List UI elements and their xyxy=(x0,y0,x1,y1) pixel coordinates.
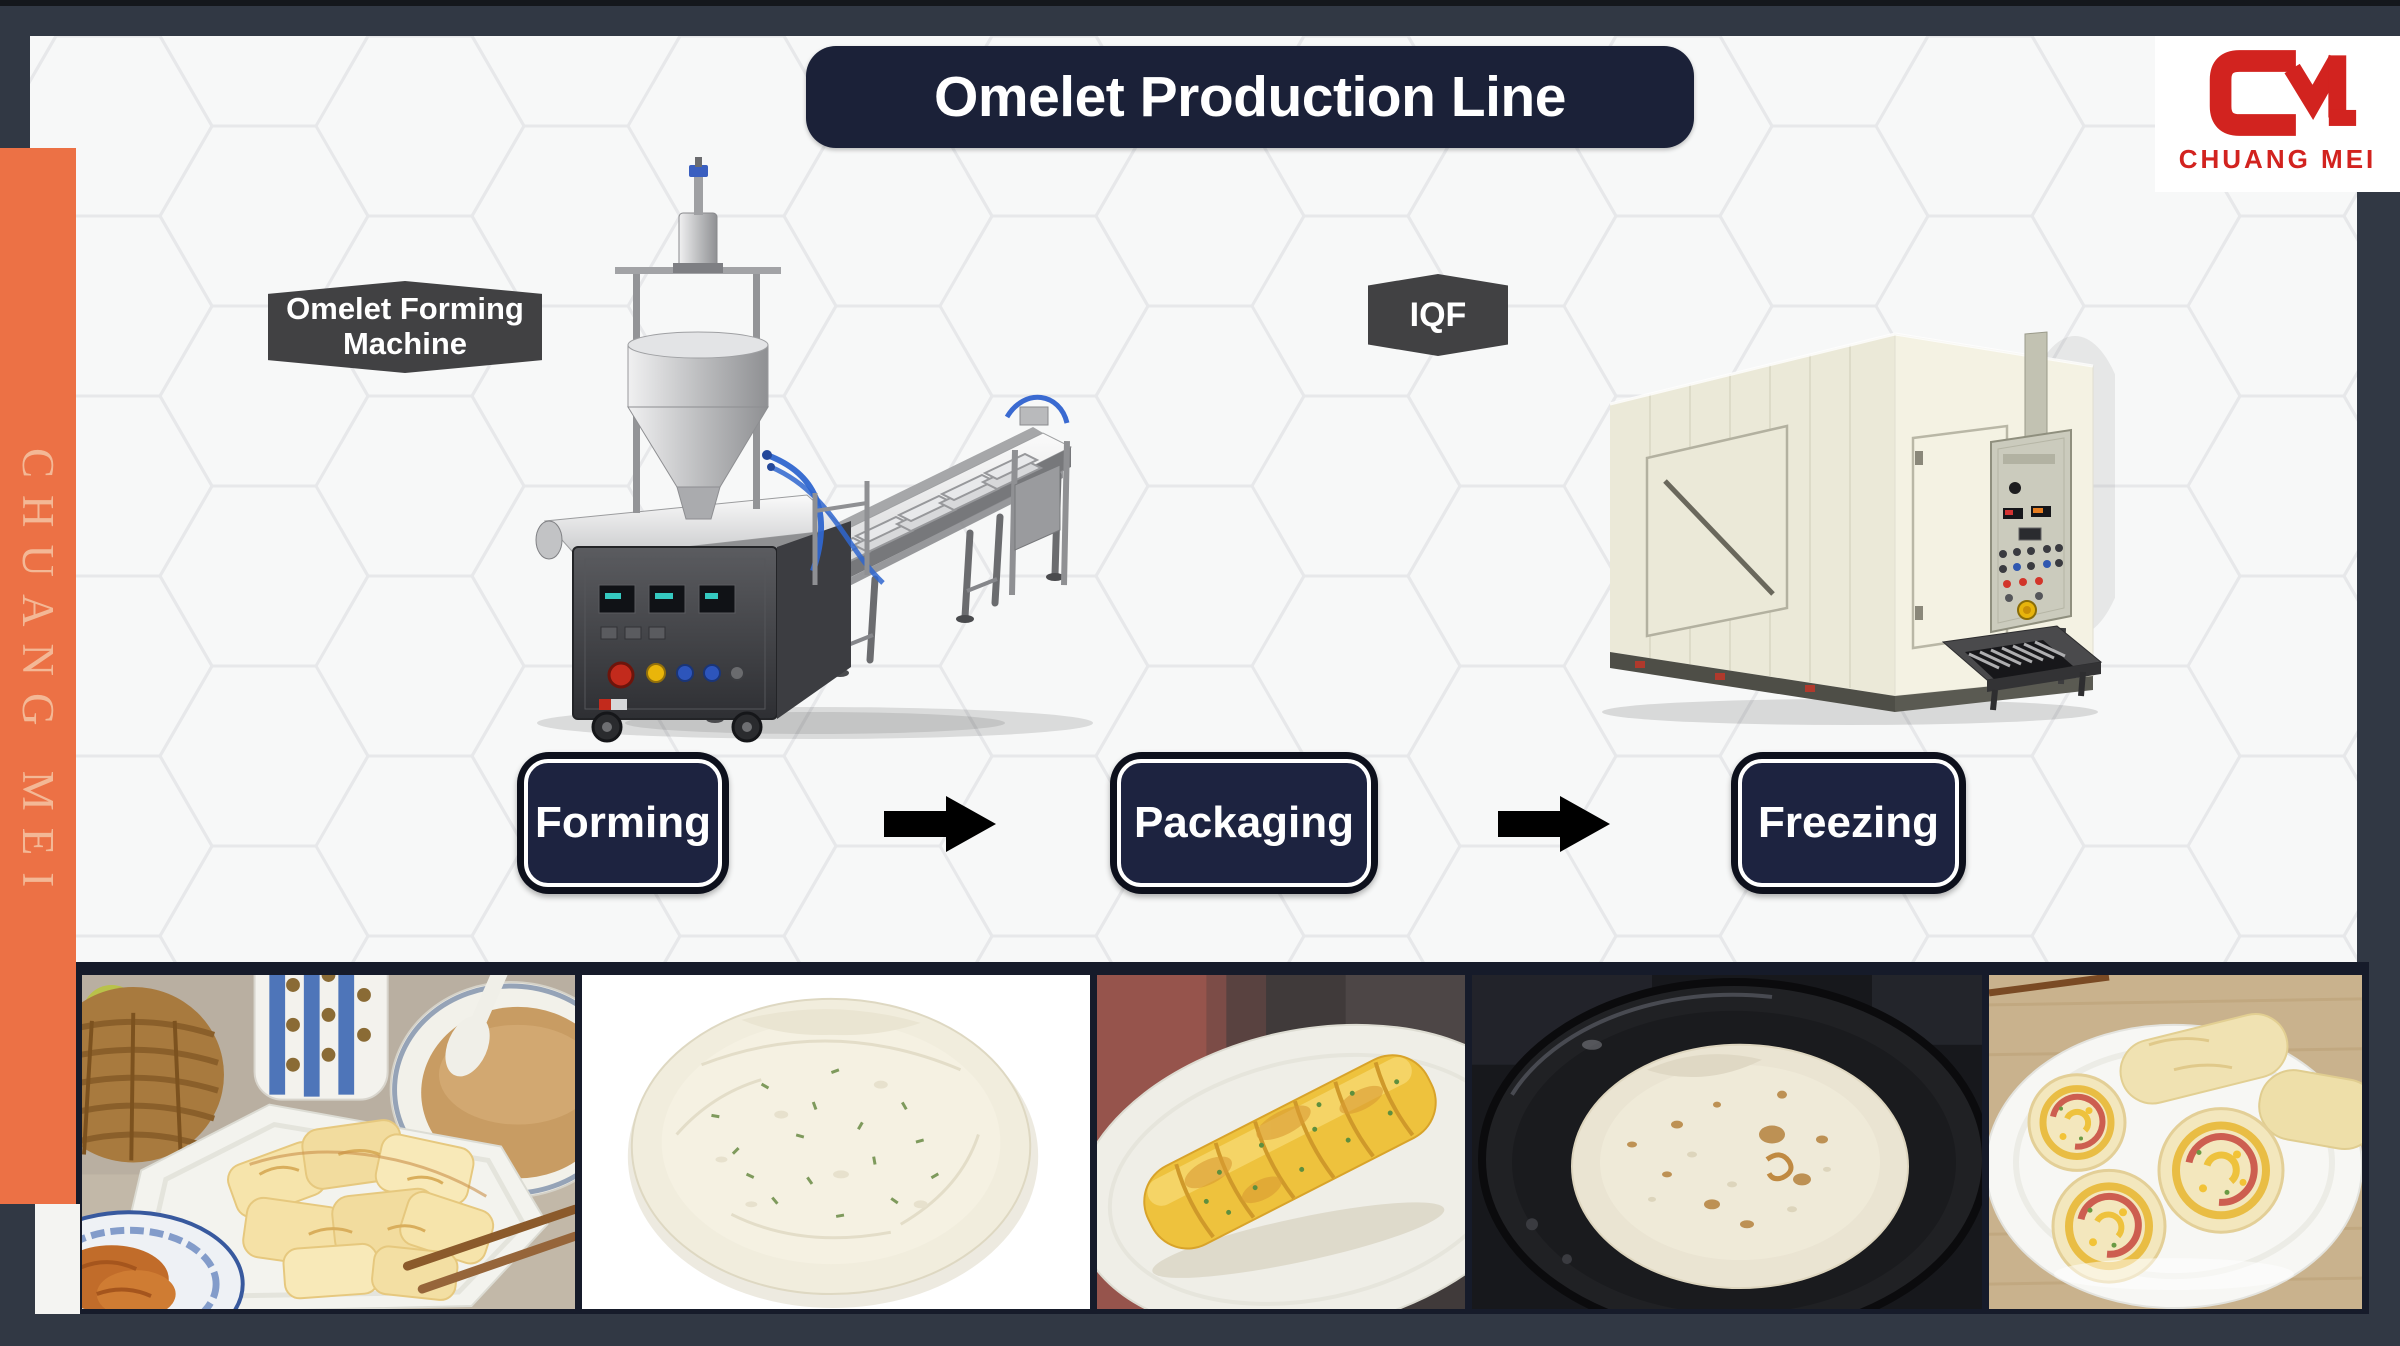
brand-wordmark: CHUANG MEI xyxy=(2178,144,2377,174)
crepe xyxy=(1571,1043,1909,1290)
step-button-freezing: Freezing xyxy=(1731,752,1966,894)
scallion-omelet-roll-photo xyxy=(1097,975,1465,1309)
step-label-freezing: Freezing xyxy=(1758,798,1939,847)
side-door xyxy=(1645,424,1789,638)
spiral-slices xyxy=(2027,1073,2285,1284)
slide-title: Omelet Production Line xyxy=(934,65,1566,129)
forming-machine-label-line1: Omelet Forming xyxy=(286,291,524,327)
crepe-in-frying-pan-photo xyxy=(1472,975,1982,1309)
slide-title-pill: Omelet Production Line xyxy=(806,46,1694,148)
omelet-roll xyxy=(1143,1054,1437,1250)
step-label-forming: Forming xyxy=(535,798,711,847)
whole-rolls xyxy=(2119,1013,2362,1150)
control-cabinet xyxy=(598,584,745,710)
frozen-scallion-crepe-photo xyxy=(582,975,1090,1309)
step-button-forming: Forming xyxy=(517,752,729,894)
outfeed-conveyor xyxy=(1941,625,2103,711)
ribbon-brand-text: CHUANG MEI xyxy=(13,447,63,905)
egg-roll-slices-photo xyxy=(1989,975,2362,1309)
right-arrow-icon xyxy=(1498,796,1610,852)
step-button-packaging: Packaging xyxy=(1110,752,1378,894)
forming-head-unit xyxy=(535,157,885,743)
freezer-control-panel xyxy=(1990,428,2072,634)
brand-logo-box: CHUANG MEI xyxy=(2155,36,2400,192)
iqf-label-badge: IQF xyxy=(1368,274,1508,356)
iqf-freezer-illustration xyxy=(1602,331,2115,725)
wicker-basket xyxy=(82,984,224,1163)
side-ribbon: CHUANG MEI xyxy=(0,148,76,1204)
omelet-forming-machine-illustration xyxy=(535,157,1093,743)
right-arrow-icon xyxy=(884,796,996,852)
top-black-strip xyxy=(0,0,2400,6)
ribbon-bottom-notch xyxy=(35,1204,80,1314)
product-photo-gallery xyxy=(74,962,2369,1314)
cm-monogram-icon xyxy=(2209,50,2356,136)
chopsticks xyxy=(402,1204,575,1294)
pickle-side-plate xyxy=(82,1210,245,1309)
iqf-label: IQF xyxy=(1409,295,1467,334)
striped-jar xyxy=(253,975,389,1101)
batter-hopper xyxy=(615,157,781,520)
forming-machine-label-line2: Machine xyxy=(342,326,468,361)
forming-machine-label-badge: Omelet Forming Machine xyxy=(268,281,542,373)
step-label-packaging: Packaging xyxy=(1133,798,1355,847)
omelet-rolls-breakfast-photo xyxy=(82,975,575,1309)
